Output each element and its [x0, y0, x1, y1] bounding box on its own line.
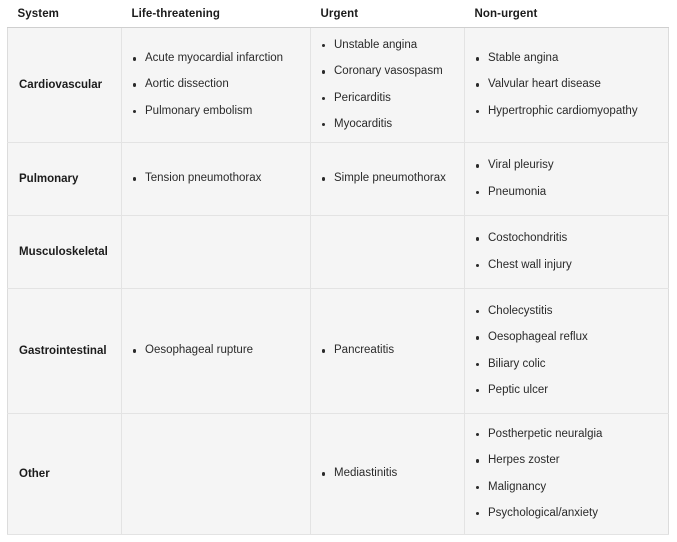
item-list: Tension pneumothorax	[132, 172, 302, 185]
table-row: Cardiovascular Acute myocardial infarcti…	[7, 27, 669, 143]
list-item: Pericarditis	[321, 92, 456, 105]
cell-life-threatening	[121, 215, 311, 289]
differential-diagnosis-table: System Life-threatening Urgent Non-urgen…	[7, 6, 669, 535]
list-item: Hypertrophic cardiomyopathy	[475, 105, 660, 118]
cell-system: Gastrointestinal	[7, 288, 122, 414]
column-header-system: System	[7, 6, 122, 28]
list-item: Viral pleurisy	[475, 159, 660, 172]
list-item: Oesophageal rupture	[132, 344, 302, 357]
cell-urgent: Mediastinitis	[310, 413, 465, 535]
cell-system: Other	[7, 413, 122, 535]
item-list: Oesophageal rupture	[132, 344, 302, 357]
cell-urgent	[310, 215, 465, 289]
cell-system: Cardiovascular	[7, 27, 122, 143]
cell-system: Pulmonary	[7, 142, 122, 216]
list-item: Herpes zoster	[475, 454, 660, 467]
table-row: Other Mediastinitis Postherpetic neuralg…	[7, 413, 669, 535]
cell-life-threatening	[121, 413, 311, 535]
list-item: Biliary colic	[475, 358, 660, 371]
table-header-row: System Life-threatening Urgent Non-urgen…	[7, 6, 669, 28]
item-list: Pancreatitis	[321, 344, 456, 357]
column-header-urgent: Urgent	[310, 6, 465, 28]
cell-urgent: Pancreatitis	[310, 288, 465, 414]
table-row: Pulmonary Tension pneumothorax Simple pn…	[7, 142, 669, 216]
list-item: Peptic ulcer	[475, 384, 660, 397]
list-item: Pneumonia	[475, 186, 660, 199]
list-item: Pulmonary embolism	[132, 105, 302, 118]
list-item: Malignancy	[475, 481, 660, 494]
list-item: Psychological/anxiety	[475, 507, 660, 520]
table-header: System Life-threatening Urgent Non-urgen…	[7, 6, 669, 28]
cell-life-threatening: Oesophageal rupture	[121, 288, 311, 414]
list-item: Myocarditis	[321, 118, 456, 131]
list-item: Postherpetic neuralgia	[475, 428, 660, 441]
list-item: Simple pneumothorax	[321, 172, 456, 185]
cell-urgent: Simple pneumothorax	[310, 142, 465, 216]
column-header-life-threatening: Life-threatening	[121, 6, 311, 28]
list-item: Aortic dissection	[132, 78, 302, 91]
cell-system: Musculoskeletal	[7, 215, 122, 289]
list-item: Tension pneumothorax	[132, 172, 302, 185]
item-list: Simple pneumothorax	[321, 172, 456, 185]
list-item: Cholecystitis	[475, 305, 660, 318]
list-item: Mediastinitis	[321, 467, 456, 480]
table-body: Cardiovascular Acute myocardial infarcti…	[7, 27, 669, 535]
column-header-non-urgent: Non-urgent	[464, 6, 669, 28]
list-item: Oesophageal reflux	[475, 331, 660, 344]
list-item: Valvular heart disease	[475, 78, 660, 91]
differential-diagnosis-table-wrapper: System Life-threatening Urgent Non-urgen…	[7, 6, 669, 535]
list-item: Unstable angina	[321, 39, 456, 52]
list-item: Chest wall injury	[475, 259, 660, 272]
list-item: Costochondritis	[475, 232, 660, 245]
cell-life-threatening: Tension pneumothorax	[121, 142, 311, 216]
list-item: Pancreatitis	[321, 344, 456, 357]
item-list: Mediastinitis	[321, 467, 456, 480]
list-item: Acute myocardial infarction	[132, 52, 302, 65]
table-row: Gastrointestinal Oesophageal rupture Pan…	[7, 288, 669, 414]
list-item: Stable angina	[475, 52, 660, 65]
list-item: Coronary vasospasm	[321, 65, 456, 78]
